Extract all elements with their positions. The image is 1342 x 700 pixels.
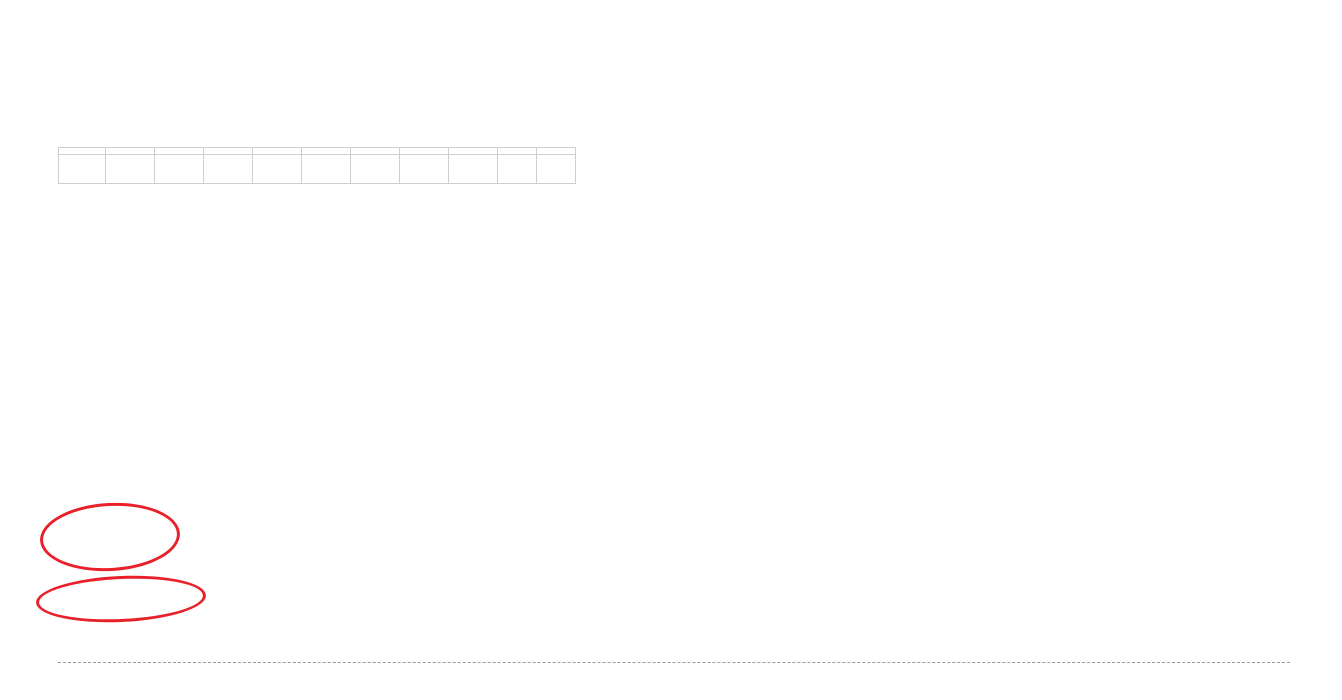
size-col-2 [203, 147, 253, 155]
size-col-0 [105, 147, 155, 155]
orderer-contact-line [75, 251, 167, 267]
size-col-6 [399, 147, 449, 155]
table-row-quantities [58, 154, 576, 184]
bottom-divider [58, 662, 1290, 663]
quantity-cell-total [536, 154, 576, 184]
quantity-cell-7 [448, 154, 498, 184]
quantity-row-header [58, 154, 106, 184]
size-col-total [536, 147, 576, 155]
quantity-cell-3 [252, 154, 302, 184]
quantity-cell-0 [105, 154, 155, 184]
size-row-header [58, 147, 106, 155]
size-col-special [497, 147, 537, 155]
size-col-1 [154, 147, 204, 155]
size-col-5 [350, 147, 400, 155]
order-number-line [75, 49, 127, 65]
annotation-ellipse-total-flow [38, 499, 182, 575]
quantity-cell-special [497, 154, 537, 184]
size-col-4 [301, 147, 351, 155]
size-quantity-table [58, 147, 576, 184]
size-col-7 [448, 147, 498, 155]
annotation-ellipse-completed-flow [35, 572, 207, 626]
quantity-cell-6 [399, 154, 449, 184]
quantity-cell-5 [350, 154, 400, 184]
quantity-cell-2 [203, 154, 253, 184]
size-col-3 [252, 147, 302, 155]
quantity-cell-1 [154, 154, 204, 184]
shipping-line [75, 312, 155, 328]
size-quantity-table-wrapper [58, 147, 576, 184]
table-row-sizes [58, 147, 576, 155]
quantity-cell-4 [301, 154, 351, 184]
